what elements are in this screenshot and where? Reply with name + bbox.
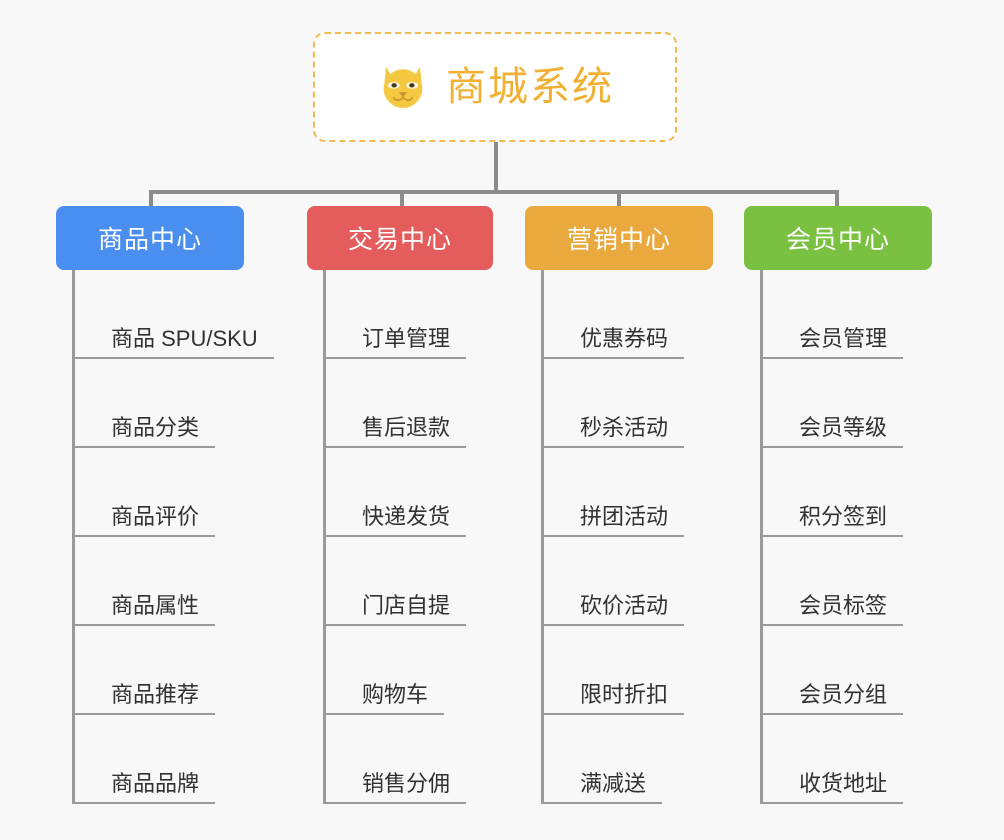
- list-item[interactable]: 商品品牌: [75, 715, 306, 804]
- shiba-dog-face-icon: [383, 66, 423, 112]
- branch-column-1: 商品中心 商品 SPU/SKU 商品分类 商品评价 商品属性 商品推荐 商品品牌: [56, 206, 306, 804]
- connector-drop-2: [400, 190, 404, 208]
- leaf-label: 商品 SPU/SKU: [75, 326, 274, 359]
- list-item[interactable]: 优惠券码: [544, 270, 745, 359]
- root-title: 商城系统: [446, 65, 614, 109]
- list-item[interactable]: 商品属性: [75, 537, 306, 626]
- list-item[interactable]: 砍价活动: [544, 537, 745, 626]
- leaf-label: 销售分佣: [326, 771, 467, 804]
- leaf-label: 收货地址: [763, 771, 904, 804]
- leaf-label: 满减送: [544, 771, 663, 804]
- leaf-label: 积分签到: [763, 504, 904, 537]
- leaf-label: 商品分类: [75, 415, 216, 448]
- leaf-label: 会员管理: [763, 326, 904, 359]
- list-item[interactable]: 门店自提: [326, 537, 527, 626]
- root-node[interactable]: 商城系统: [313, 32, 677, 142]
- leaf-label: 商品评价: [75, 504, 216, 537]
- leaf-label: 门店自提: [326, 593, 467, 626]
- branch-header-label: 会员中心: [785, 226, 890, 254]
- connector-drop-4: [835, 190, 839, 208]
- branch-header-trade-center[interactable]: 交易中心: [307, 206, 493, 270]
- list-item[interactable]: 商品 SPU/SKU: [75, 270, 306, 359]
- list-item[interactable]: 订单管理: [326, 270, 527, 359]
- leaf-label: 砍价活动: [544, 593, 685, 626]
- list-item[interactable]: 购物车: [326, 626, 527, 715]
- list-item[interactable]: 快递发货: [326, 448, 527, 537]
- leaf-list-3: 优惠券码 秒杀活动 拼团活动 砍价活动 限时折扣 满减送: [541, 270, 745, 804]
- leaf-label: 拼团活动: [544, 504, 685, 537]
- list-item[interactable]: 会员标签: [763, 537, 964, 626]
- leaf-label: 商品品牌: [75, 771, 216, 804]
- list-item[interactable]: 商品分类: [75, 359, 306, 448]
- connector-horizontal-bar: [149, 190, 839, 194]
- list-item[interactable]: 会员分组: [763, 626, 964, 715]
- leaf-list-1: 商品 SPU/SKU 商品分类 商品评价 商品属性 商品推荐 商品品牌: [72, 270, 306, 804]
- branch-header-member-center[interactable]: 会员中心: [744, 206, 932, 270]
- branch-header-product-center[interactable]: 商品中心: [56, 206, 244, 270]
- leaf-label: 购物车: [326, 682, 445, 715]
- branch-header-marketing-center[interactable]: 营销中心: [525, 206, 713, 270]
- branch-column-4: 会员中心 会员管理 会员等级 积分签到 会员标签 会员分组 收货地址: [744, 206, 964, 804]
- connector-drop-1: [149, 190, 153, 208]
- connector-drop-3: [617, 190, 621, 208]
- list-item[interactable]: 会员等级: [763, 359, 964, 448]
- leaf-label: 快递发货: [326, 504, 467, 537]
- list-item[interactable]: 商品推荐: [75, 626, 306, 715]
- branch-header-label: 营销中心: [566, 226, 671, 254]
- leaf-label: 会员标签: [763, 593, 904, 626]
- list-item[interactable]: 售后退款: [326, 359, 527, 448]
- leaf-label: 会员等级: [763, 415, 904, 448]
- leaf-label: 商品属性: [75, 593, 216, 626]
- list-item[interactable]: 会员管理: [763, 270, 964, 359]
- branch-column-3: 营销中心 优惠券码 秒杀活动 拼团活动 砍价活动 限时折扣 满减送: [525, 206, 745, 804]
- leaf-list-4: 会员管理 会员等级 积分签到 会员标签 会员分组 收货地址: [760, 270, 964, 804]
- leaf-label: 优惠券码: [544, 326, 685, 359]
- list-item[interactable]: 销售分佣: [326, 715, 527, 804]
- connector-root-stem: [494, 142, 498, 192]
- list-item[interactable]: 拼团活动: [544, 448, 745, 537]
- leaf-label: 会员分组: [763, 682, 904, 715]
- leaf-label: 秒杀活动: [544, 415, 685, 448]
- leaf-label: 售后退款: [326, 415, 467, 448]
- leaf-list-2: 订单管理 售后退款 快递发货 门店自提 购物车 销售分佣: [323, 270, 527, 804]
- branch-column-2: 交易中心 订单管理 售后退款 快递发货 门店自提 购物车 销售分佣: [307, 206, 527, 804]
- list-item[interactable]: 收货地址: [763, 715, 964, 804]
- list-item[interactable]: 积分签到: [763, 448, 964, 537]
- list-item[interactable]: 限时折扣: [544, 626, 745, 715]
- branch-header-label: 商品中心: [97, 226, 202, 254]
- leaf-label: 订单管理: [326, 326, 467, 359]
- leaf-label: 商品推荐: [75, 682, 216, 715]
- leaf-label: 限时折扣: [544, 682, 685, 715]
- list-item[interactable]: 满减送: [544, 715, 745, 804]
- list-item[interactable]: 秒杀活动: [544, 359, 745, 448]
- branch-header-label: 交易中心: [347, 226, 452, 254]
- list-item[interactable]: 商品评价: [75, 448, 306, 537]
